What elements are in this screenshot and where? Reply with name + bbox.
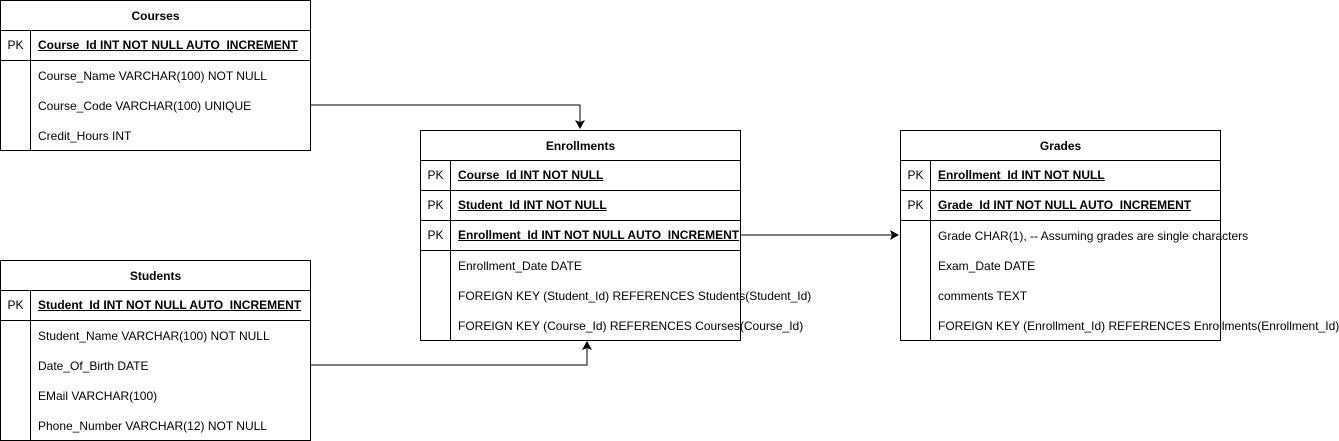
attribute-row[interactable]: Grade CHAR(1), -- Assuming grades are si… bbox=[938, 229, 1249, 243]
pk-row[interactable]: PK Course_Id INT NOT NULL bbox=[421, 161, 740, 191]
entity-enrollments[interactable]: Enrollments PK Course_Id INT NOT NULL PK… bbox=[420, 130, 811, 341]
pk-row[interactable]: PK Enrollment_Id INT NOT NULL bbox=[901, 161, 1220, 191]
attribute-row[interactable]: Course_Name VARCHAR(100) NOT NULL bbox=[38, 69, 267, 83]
pk-field: Enrollment_Id INT NOT NULL AUTO_INCREMEN… bbox=[458, 228, 740, 242]
attribute-row[interactable]: FOREIGN KEY (Course_Id) REFERENCES Cours… bbox=[458, 319, 804, 333]
attribute-block: Course_Name VARCHAR(100) NOT NULL Course… bbox=[1, 61, 310, 151]
attribute-list: Student_Name VARCHAR(100) NOT NULL Date_… bbox=[31, 321, 310, 441]
attribute-row[interactable]: Phone_Number VARCHAR(12) NOT NULL bbox=[38, 419, 267, 433]
attribute-block: Grade CHAR(1), -- Assuming grades are si… bbox=[901, 221, 1339, 341]
entity-students[interactable]: Students PK Student_Id INT NOT NULL AUTO… bbox=[0, 260, 311, 441]
key-column-spacer bbox=[1, 321, 31, 441]
attribute-block: Student_Name VARCHAR(100) NOT NULL Date_… bbox=[1, 321, 310, 441]
entity-grades[interactable]: Grades PK Enrollment_Id INT NOT NULL PK … bbox=[900, 130, 1339, 341]
attribute-list: Grade CHAR(1), -- Assuming grades are si… bbox=[931, 221, 1339, 341]
pk-label: PK bbox=[421, 221, 451, 250]
attribute-row[interactable]: Date_Of_Birth DATE bbox=[38, 359, 149, 373]
key-column-spacer bbox=[901, 221, 931, 341]
entity-title: Grades bbox=[901, 131, 1220, 161]
edge-courses-to-enrollments bbox=[311, 104, 585, 129]
entity-title: Students bbox=[1, 261, 310, 291]
key-column-spacer bbox=[1, 61, 31, 151]
entity-title: Courses bbox=[1, 1, 310, 31]
entity-title: Enrollments bbox=[421, 131, 740, 161]
attribute-list: Course_Name VARCHAR(100) NOT NULL Course… bbox=[31, 61, 310, 151]
attribute-row[interactable]: FOREIGN KEY (Student_Id) REFERENCES Stud… bbox=[458, 289, 812, 303]
pk-field: Student_Id INT NOT NULL bbox=[458, 198, 607, 212]
attribute-row[interactable]: Student_Name VARCHAR(100) NOT NULL bbox=[38, 329, 270, 343]
pk-row[interactable]: PK Student_Id INT NOT NULL AUTO_INCREMEN… bbox=[1, 291, 310, 321]
pk-field: Course_Id INT NOT NULL AUTO_INCREMENT bbox=[38, 38, 298, 52]
attribute-row[interactable]: Exam_Date DATE bbox=[938, 259, 1036, 273]
pk-field: Course_Id INT NOT NULL bbox=[458, 168, 604, 182]
pk-row[interactable]: PK Course_Id INT NOT NULL AUTO_INCREMENT bbox=[1, 31, 310, 61]
edge-students-to-enrollments bbox=[311, 341, 592, 366]
attribute-row[interactable]: EMail VARCHAR(100) bbox=[38, 389, 158, 403]
pk-label: PK bbox=[421, 161, 451, 190]
pk-label: PK bbox=[1, 31, 31, 60]
pk-label: PK bbox=[421, 191, 451, 220]
pk-label: PK bbox=[1, 291, 31, 320]
entity-courses[interactable]: Courses PK Course_Id INT NOT NULL AUTO_I… bbox=[0, 0, 311, 151]
pk-label: PK bbox=[901, 191, 931, 220]
attribute-row[interactable]: Enrollment_Date DATE bbox=[458, 259, 582, 273]
attribute-row[interactable]: FOREIGN KEY (Enrollment_Id) REFERENCES E… bbox=[938, 319, 1339, 333]
key-column-spacer bbox=[421, 251, 451, 341]
pk-field: Student_Id INT NOT NULL AUTO_INCREMENT bbox=[38, 298, 302, 312]
pk-row[interactable]: PK Student_Id INT NOT NULL bbox=[421, 191, 740, 221]
pk-row[interactable]: PK Grade_Id INT NOT NULL AUTO_INCREMENT bbox=[901, 191, 1220, 221]
pk-label: PK bbox=[901, 161, 931, 190]
attribute-row[interactable]: Course_Code VARCHAR(100) UNIQUE bbox=[38, 99, 252, 113]
pk-row[interactable]: PK Enrollment_Id INT NOT NULL AUTO_INCRE… bbox=[421, 221, 740, 251]
attribute-row[interactable]: Credit_Hours INT bbox=[38, 129, 132, 143]
attribute-row[interactable]: comments TEXT bbox=[938, 289, 1028, 303]
attribute-block: Enrollment_Date DATE FOREIGN KEY (Studen… bbox=[421, 251, 811, 341]
pk-field: Enrollment_Id INT NOT NULL bbox=[938, 168, 1105, 182]
attribute-list: Enrollment_Date DATE FOREIGN KEY (Studen… bbox=[451, 251, 811, 341]
pk-field: Grade_Id INT NOT NULL AUTO_INCREMENT bbox=[938, 198, 1192, 212]
